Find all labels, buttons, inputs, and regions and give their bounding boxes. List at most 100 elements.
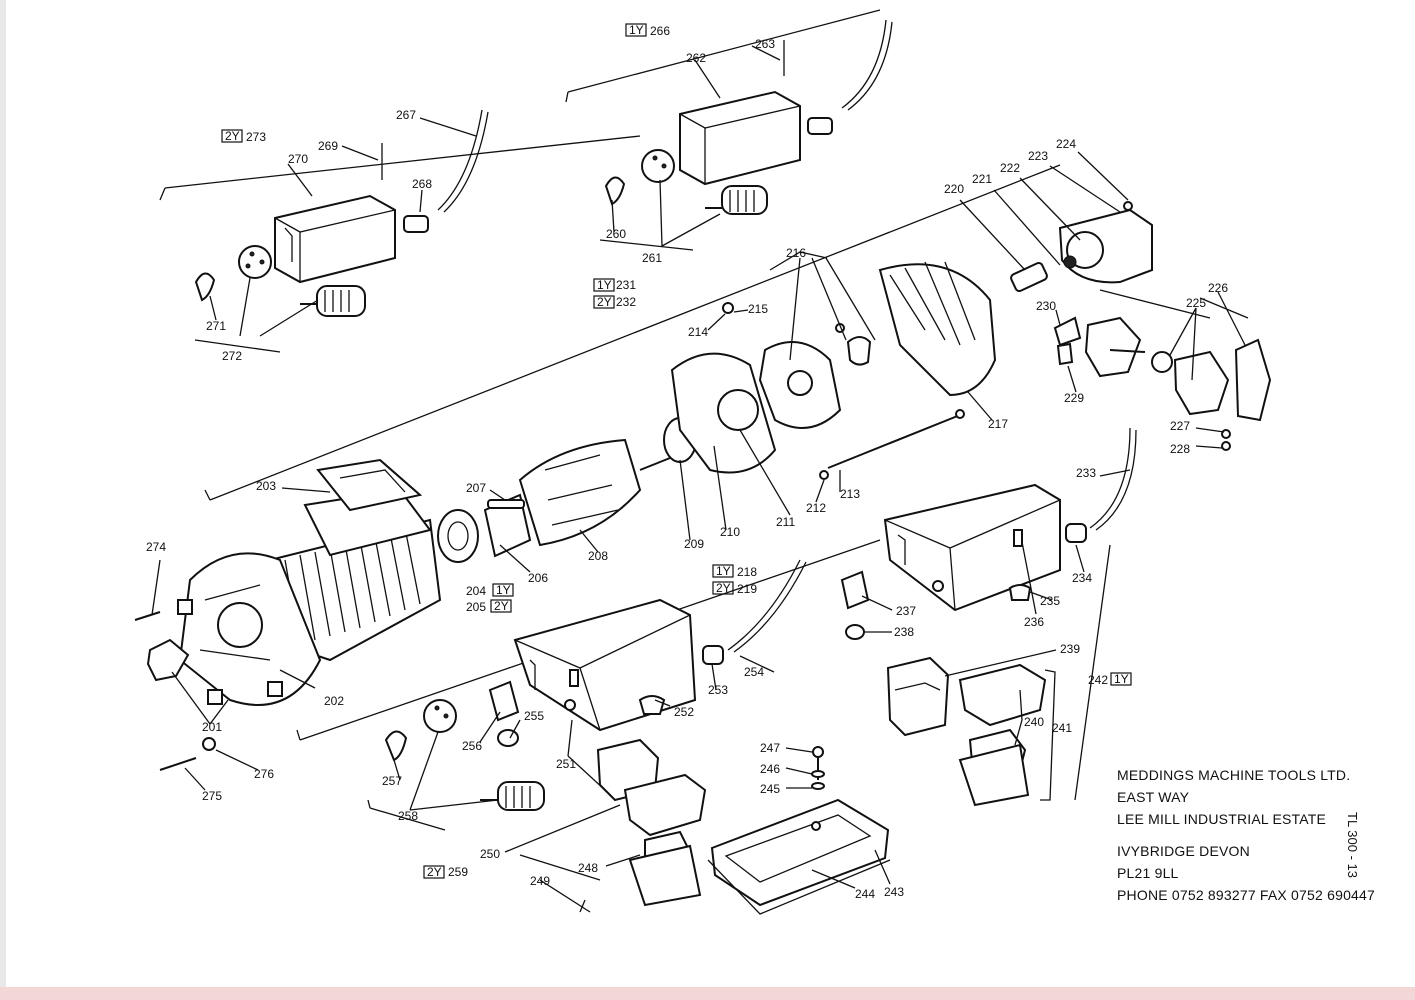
label-209: 209 — [684, 537, 704, 551]
badge-2y-232: 2Y — [597, 295, 612, 309]
label-240: 240 — [1024, 715, 1044, 729]
label-210: 210 — [720, 525, 740, 539]
terminal-box-lower — [384, 559, 807, 811]
label-238: 238 — [894, 625, 914, 639]
group-brackets — [159, 9, 1249, 913]
badge-2y-273: 2Y — [225, 129, 240, 143]
label-261: 261 — [642, 251, 662, 265]
label-245: 245 — [760, 782, 780, 796]
label-253: 253 — [708, 683, 728, 697]
label-272: 272 — [222, 349, 242, 363]
label-259: 259 — [448, 865, 468, 879]
label-263: 263 — [755, 37, 775, 51]
label-214: 214 — [688, 325, 708, 339]
label-220: 220 — [944, 182, 964, 196]
label-243: 243 — [884, 885, 904, 899]
label-211: 211 — [776, 515, 795, 529]
label-244: 244 — [855, 887, 875, 901]
contactor-group-1y — [886, 656, 1047, 807]
label-235: 235 — [1040, 594, 1060, 608]
label-218: 218 — [737, 565, 757, 579]
label-224: 224 — [1056, 137, 1076, 151]
label-239: 239 — [1060, 642, 1080, 656]
label-241: 241 — [1052, 721, 1072, 735]
badge-1y-266: 1Y — [629, 23, 644, 37]
terminal-box-2y — [194, 109, 489, 317]
label-233: 233 — [1076, 466, 1096, 480]
label-212: 212 — [806, 501, 826, 515]
label-257: 257 — [382, 774, 402, 788]
label-237: 237 — [896, 604, 916, 618]
label-270: 270 — [288, 152, 308, 166]
label-228: 228 — [1170, 442, 1190, 456]
label-275: 275 — [202, 789, 222, 803]
label-273: 273 — [246, 130, 266, 144]
brake-assembly — [1010, 201, 1272, 451]
badge-1y-242: 1Y — [1114, 672, 1129, 686]
label-230: 230 — [1036, 299, 1056, 313]
terminal-box-1y — [604, 19, 893, 215]
label-207: 207 — [466, 481, 486, 495]
label-227: 227 — [1170, 419, 1190, 433]
company-street: EAST WAY — [1117, 789, 1190, 805]
scan-left-edge — [0, 0, 6, 1000]
label-208: 208 — [588, 549, 608, 563]
label-202: 202 — [324, 694, 344, 708]
label-236: 236 — [1024, 615, 1044, 629]
badge-1y-218: 1Y — [716, 564, 731, 578]
label-247: 247 — [760, 741, 780, 755]
rotor-assembly — [437, 261, 997, 563]
label-260: 260 — [606, 227, 626, 241]
label-246: 246 — [760, 762, 780, 776]
badge-1y-231: 1Y — [597, 278, 612, 292]
label-251: 251 — [556, 757, 576, 771]
label-234: 234 — [1072, 571, 1092, 585]
label-271: 271 — [206, 319, 226, 333]
label-267: 267 — [396, 108, 416, 122]
company-postcode: PL21 9LL — [1117, 865, 1179, 881]
label-217: 217 — [988, 417, 1008, 431]
label-213: 213 — [840, 487, 860, 501]
label-249: 249 — [530, 874, 550, 888]
badge-2y-219: 2Y — [716, 581, 731, 595]
badge-1y-204: 1Y — [496, 583, 511, 597]
label-215: 215 — [748, 302, 768, 316]
label-203: 203 — [256, 479, 276, 493]
label-248: 248 — [578, 861, 598, 875]
label-205: 205 — [466, 600, 486, 614]
label-204: 204 — [466, 584, 486, 598]
label-226: 226 — [1208, 281, 1228, 295]
label-266: 266 — [650, 24, 670, 38]
badge-2y-259: 2Y — [427, 865, 442, 879]
label-225: 225 — [1186, 296, 1206, 310]
label-258: 258 — [398, 809, 418, 823]
label-274: 274 — [146, 540, 166, 554]
badge-2y-205: 2Y — [494, 599, 509, 613]
label-255: 255 — [524, 709, 544, 723]
label-223: 223 — [1028, 149, 1048, 163]
label-232: 232 — [616, 295, 636, 309]
company-name: MEDDINGS MACHINE TOOLS LTD. — [1117, 767, 1351, 783]
company-contact: PHONE 0752 893277 FAX 0752 690447 — [1117, 887, 1376, 903]
scan-bottom-edge — [0, 987, 1415, 1000]
leader-lines — [151, 45, 1246, 889]
label-222: 222 — [1000, 161, 1020, 175]
motor-body — [134, 458, 442, 771]
label-221: 221 — [972, 172, 992, 186]
label-216: 216 — [786, 246, 806, 260]
label-250: 250 — [480, 847, 500, 861]
label-242: 242 — [1088, 673, 1108, 687]
contactor-group-2y — [596, 738, 707, 907]
label-262: 262 — [686, 51, 706, 65]
label-201: 201 — [202, 720, 222, 734]
company-address-block: MEDDINGS MACHINE TOOLS LTD. EAST WAY LEE… — [1117, 764, 1397, 906]
company-estate: LEE MILL INDUSTRIAL ESTATE — [1117, 811, 1327, 827]
label-252: 252 — [674, 705, 694, 719]
label-254: 254 — [744, 665, 764, 679]
company-town: IVYBRIDGE DEVON — [1117, 843, 1250, 859]
sheet-reference: TL 300 - 13 — [1345, 812, 1360, 879]
label-229: 229 — [1064, 391, 1084, 405]
label-231: 231 — [616, 278, 636, 292]
variant-badges: 1Y 2Y 1Y 2Y 1Y 2Y 1Y 2Y 1Y 2Y — [221, 23, 1132, 879]
label-206: 206 — [528, 571, 548, 585]
